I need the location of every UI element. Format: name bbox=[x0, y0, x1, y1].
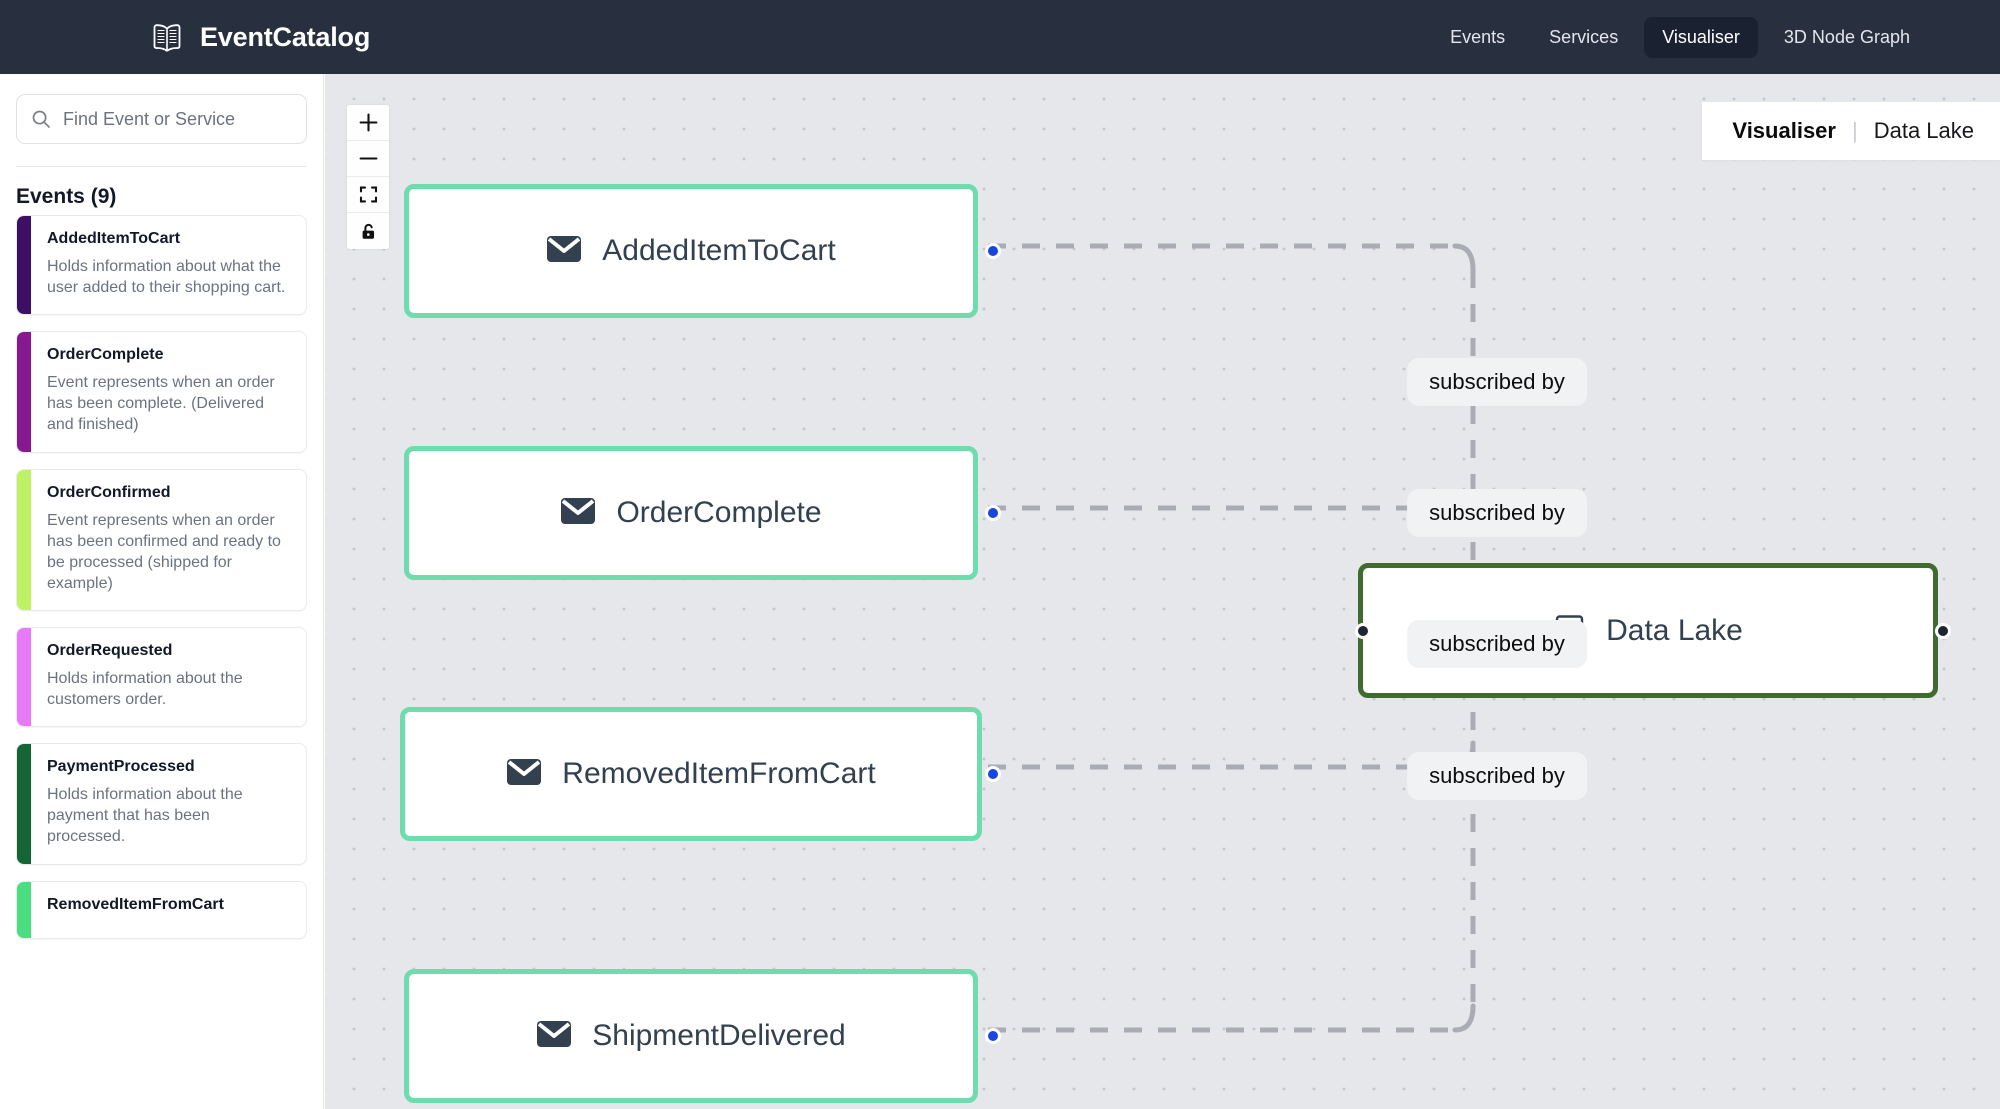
event-title: OrderRequested bbox=[47, 641, 173, 659]
minus-icon bbox=[359, 149, 378, 168]
envelope-icon bbox=[506, 757, 542, 792]
node-handle-source[interactable] bbox=[985, 505, 1001, 521]
main-nav: Events Services Visualiser 3D Node Graph bbox=[1432, 16, 1928, 58]
list-item[interactable]: OrderComplete Event represents when an o… bbox=[16, 331, 307, 453]
sidebar: Events (9) AddedItemToCart Holds informa… bbox=[0, 74, 324, 1109]
node-handle-source[interactable] bbox=[985, 1028, 1001, 1044]
node-shipment-delivered[interactable]: ShipmentDelivered bbox=[404, 969, 1001, 1103]
list-item[interactable]: RemovedItemFromCart bbox=[16, 880, 307, 939]
list-item[interactable]: OrderConfirmed Event represents when an … bbox=[16, 468, 307, 611]
zoom-in-button[interactable] bbox=[347, 105, 389, 141]
node-content: OrderComplete bbox=[409, 496, 973, 531]
lock-toggle-button[interactable] bbox=[347, 213, 389, 249]
event-description: Event represents when an order has been … bbox=[47, 374, 275, 434]
node-order-complete[interactable]: OrderComplete bbox=[404, 446, 1001, 580]
event-accent-bar bbox=[17, 469, 31, 610]
unlock-icon bbox=[359, 222, 378, 241]
event-title: RemovedItemFromCart bbox=[47, 895, 224, 913]
search-input[interactable] bbox=[63, 108, 292, 130]
visualiser-badge-title: Visualiser bbox=[1732, 118, 1836, 143]
event-title: AddedItemToCart bbox=[47, 230, 181, 247]
visualiser-badge-separator: | bbox=[1851, 118, 1858, 143]
event-list: AddedItemToCart Holds information about … bbox=[0, 215, 323, 939]
list-item[interactable]: PaymentProcessed Holds information about… bbox=[16, 743, 307, 865]
nav-item-visualiser[interactable]: Visualiser bbox=[1644, 16, 1758, 58]
event-accent-bar bbox=[17, 627, 31, 727]
node-label: ShipmentDelivered bbox=[592, 1019, 846, 1052]
edge-label-subscribed-by: subscribed by bbox=[1407, 620, 1587, 668]
edge-label-subscribed-by: subscribed by bbox=[1407, 358, 1587, 406]
node-content: RemovedItemFromCart bbox=[405, 757, 977, 792]
plus-icon bbox=[359, 113, 378, 132]
event-description: Holds information about what the user ad… bbox=[47, 258, 286, 297]
open-book-icon bbox=[150, 22, 184, 52]
list-item[interactable]: AddedItemToCart Holds information about … bbox=[16, 215, 307, 316]
event-description: Holds information about the customers or… bbox=[47, 669, 243, 709]
app-header: EventCatalog Events Services Visualiser … bbox=[0, 0, 2000, 74]
event-accent-bar bbox=[17, 332, 31, 452]
event-body: RemovedItemFromCart bbox=[31, 882, 240, 938]
event-body: OrderComplete Event represents when an o… bbox=[31, 332, 306, 451]
node-handle-source[interactable] bbox=[985, 766, 1001, 782]
fit-view-icon bbox=[359, 185, 378, 204]
event-description: Holds information about the payment that… bbox=[47, 786, 243, 846]
node-handle-source[interactable] bbox=[985, 243, 1001, 259]
node-removed-item-from-cart[interactable]: RemovedItemFromCart bbox=[400, 707, 1001, 841]
event-accent-bar bbox=[17, 881, 31, 938]
nav-item-events[interactable]: Events bbox=[1450, 26, 1506, 47]
event-accent-bar bbox=[17, 216, 31, 315]
node-content: AddedItemToCart bbox=[409, 234, 973, 269]
node-handle-target[interactable] bbox=[1355, 622, 1371, 639]
sidebar-divider bbox=[16, 166, 307, 167]
event-title: OrderComplete bbox=[47, 346, 164, 364]
event-body: AddedItemToCart Holds information about … bbox=[31, 216, 306, 314]
event-accent-bar bbox=[17, 744, 31, 864]
nav-item-3d-node-graph[interactable]: 3D Node Graph bbox=[1783, 26, 1910, 47]
visualiser-badge: Visualiser | Data Lake bbox=[1702, 102, 2000, 160]
envelope-icon bbox=[536, 1019, 572, 1054]
search-wrapper bbox=[0, 74, 323, 144]
search-icon bbox=[31, 109, 51, 129]
node-data-lake[interactable]: Data Lake bbox=[1355, 563, 1951, 698]
node-handle-source[interactable] bbox=[1935, 622, 1951, 639]
event-title: PaymentProcessed bbox=[47, 758, 195, 776]
visualiser-badge-subtitle: Data Lake bbox=[1873, 118, 1974, 143]
list-item[interactable]: OrderRequested Holds information about t… bbox=[16, 626, 307, 728]
envelope-icon bbox=[560, 496, 596, 531]
edge-label-subscribed-by: subscribed by bbox=[1407, 752, 1587, 800]
search-box[interactable] bbox=[16, 94, 307, 144]
node-added-item-to-cart[interactable]: AddedItemToCart bbox=[404, 184, 1001, 318]
event-body: OrderConfirmed Event represents when an … bbox=[31, 470, 306, 610]
event-body: OrderRequested Holds information about t… bbox=[31, 628, 306, 726]
node-content: ShipmentDelivered bbox=[409, 1019, 973, 1054]
canvas-controls bbox=[347, 105, 389, 249]
brand[interactable]: EventCatalog bbox=[150, 22, 370, 53]
visualiser-canvas[interactable]: Visualiser | Data Lake bbox=[325, 74, 2000, 1109]
brand-name: EventCatalog bbox=[200, 21, 371, 52]
fit-view-button[interactable] bbox=[347, 177, 389, 213]
event-body: PaymentProcessed Holds information about… bbox=[31, 744, 306, 863]
node-label: AddedItemToCart bbox=[602, 234, 836, 267]
zoom-out-button[interactable] bbox=[347, 141, 389, 177]
event-title: OrderConfirmed bbox=[47, 483, 171, 501]
node-label: RemovedItemFromCart bbox=[562, 757, 876, 790]
node-content: Data Lake bbox=[1363, 612, 1933, 650]
nav-item-services[interactable]: Services bbox=[1549, 26, 1619, 47]
envelope-icon bbox=[546, 234, 582, 269]
event-description: Event represents when an order has been … bbox=[47, 511, 281, 592]
node-label: OrderComplete bbox=[616, 496, 822, 529]
node-label: Data Lake bbox=[1606, 613, 1743, 647]
events-section-title: Events (9) bbox=[16, 185, 117, 208]
edge-label-subscribed-by: subscribed by bbox=[1407, 489, 1587, 537]
